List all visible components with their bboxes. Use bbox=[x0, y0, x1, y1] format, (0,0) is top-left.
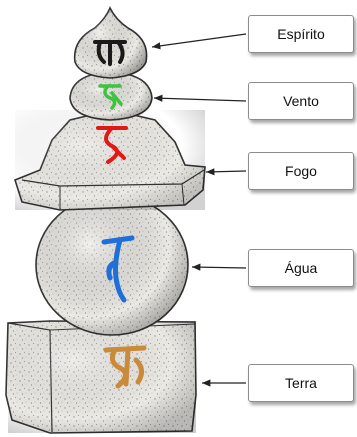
fogo-arrow bbox=[206, 171, 246, 172]
fogo-label: Fogo bbox=[248, 152, 354, 190]
espirito-label: Espírito bbox=[248, 15, 354, 53]
terra-stone bbox=[6, 321, 196, 433]
vento-stone bbox=[70, 72, 152, 120]
vento-label-text: Vento bbox=[283, 93, 319, 109]
espirito-label-text: Espírito bbox=[277, 26, 324, 42]
terra-label-text: Terra bbox=[285, 375, 317, 391]
agua-label-text: Água bbox=[285, 260, 318, 276]
terra-label: Terra bbox=[248, 364, 354, 402]
agua-label: Água bbox=[248, 249, 354, 287]
fogo-label-text: Fogo bbox=[285, 163, 317, 179]
agua-arrow bbox=[192, 267, 246, 268]
vento-arrow bbox=[154, 98, 246, 101]
vento-label: Vento bbox=[248, 82, 354, 120]
espirito-arrow bbox=[152, 34, 246, 47]
